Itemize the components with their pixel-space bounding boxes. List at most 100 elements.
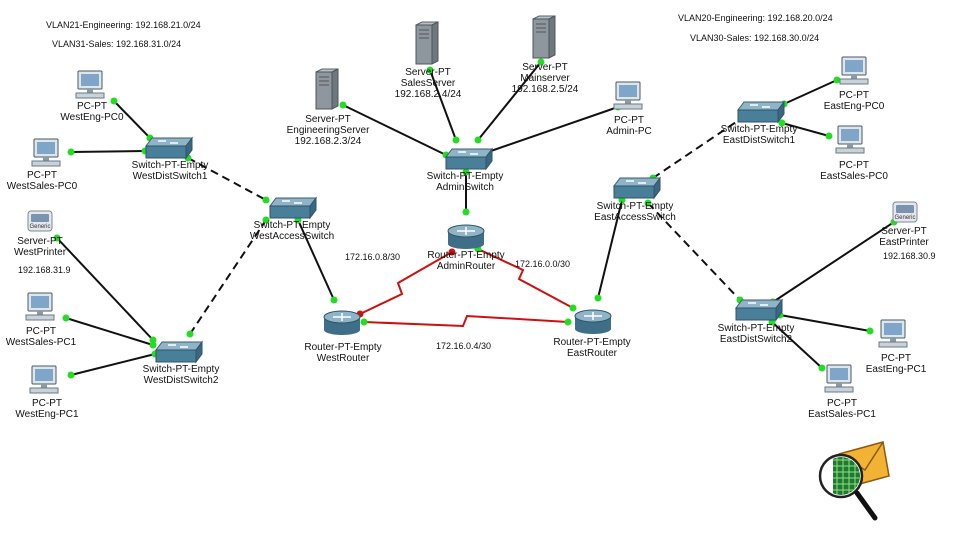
switch-icon [735, 298, 783, 322]
printer-generic-text: Generic [29, 224, 51, 230]
ip-westprinter: 192.168.31.9 [18, 265, 71, 275]
link-engserver-adminswitch [342, 104, 447, 156]
link-eastaccess-eastdist2 [647, 202, 741, 301]
link-westdist2-westaccess [189, 219, 267, 335]
server-icon [315, 68, 339, 110]
link-eastsales0-eastdist1 [781, 122, 830, 137]
pc-icon [824, 364, 854, 393]
pc-icon [75, 70, 105, 99]
router-icon [447, 224, 485, 249]
switch-icon [155, 340, 203, 364]
device-westeng-pc1[interactable] [28, 365, 60, 400]
subnet-label-west-east: 172.16.0.4/30 [436, 341, 492, 351]
device-adminswitch[interactable] [444, 147, 494, 176]
server-icon [415, 21, 439, 65]
link-eastaccess-eastrouter [597, 199, 623, 299]
switch-icon [269, 196, 317, 220]
link-easteng1-eastdist2 [779, 314, 871, 332]
device-eastrouter[interactable] [573, 307, 613, 340]
switch-icon [145, 136, 193, 160]
link-eastaccess-eastdist1 [652, 117, 743, 179]
pc-icon [25, 292, 55, 321]
crossover-links [187, 117, 743, 335]
printer-icon [27, 210, 53, 232]
subnet-label-admin-east: 172.16.0.0/30 [515, 259, 571, 269]
device-easteng-pc0[interactable] [838, 56, 870, 91]
device-adminrouter[interactable] [446, 222, 486, 255]
link-adminpc-adminswitch [487, 106, 619, 153]
printer-generic-text: Generic [894, 215, 916, 221]
device-westprinter[interactable]: Generic [27, 209, 53, 238]
device-westsales-pc0[interactable] [30, 138, 62, 173]
router-icon [574, 309, 612, 334]
link-westprinter-westdist2 [56, 237, 154, 341]
device-easteng-pc1[interactable] [877, 319, 909, 354]
serial-west-admin [359, 251, 453, 315]
link-westaccess-westrouter [297, 219, 335, 301]
pc-icon [839, 56, 869, 85]
device-eastprinter[interactable]: Generic [892, 200, 918, 229]
link-westengpc0-westdist1 [113, 100, 151, 139]
device-westdistswitch1[interactable] [144, 136, 194, 165]
link-mainserver-adminswitch [477, 61, 542, 141]
device-eastaccessswitch[interactable] [612, 176, 662, 205]
pc-icon [878, 319, 908, 348]
link-salesserver-adminswitch [429, 69, 457, 141]
device-engineeringserver[interactable] [314, 68, 340, 115]
device-westeng-pc0[interactable] [74, 70, 106, 105]
serial-links [359, 248, 574, 328]
device-eastsales-pc1[interactable] [823, 364, 855, 399]
pc-icon [613, 81, 643, 110]
link-westsalespc1-westdist2 [65, 317, 154, 346]
server-icon [532, 15, 556, 59]
note-east-vlan30: VLAN30-Sales: 192.168.30.0/24 [690, 33, 820, 43]
ip-eastprinter: 192.168.30.9 [883, 251, 936, 261]
subnet-label-west-admin: 172.16.0.8/30 [345, 252, 401, 262]
serial-west-east [363, 314, 569, 328]
device-eastdistswitch2[interactable] [734, 298, 784, 327]
device-salesserver[interactable] [414, 21, 440, 70]
device-eastsales-pc0[interactable] [834, 125, 866, 160]
printer-icon [892, 201, 918, 223]
pdu-envelope-magnifier-icon[interactable] [815, 440, 891, 527]
device-westrouter[interactable] [322, 308, 362, 341]
pc-icon [29, 365, 59, 394]
link-westdist1-westaccess [187, 157, 267, 201]
device-mainserver[interactable] [531, 15, 557, 64]
link-eastsales1-eastdist2 [771, 321, 823, 369]
device-westsales-pc1[interactable] [24, 292, 56, 327]
device-westaccessswitch[interactable] [268, 196, 318, 225]
simulation-mode-icon [818, 441, 890, 521]
device-admin-pc[interactable] [612, 81, 644, 116]
copper-links [56, 61, 895, 376]
link-westsalespc0-westdist1 [70, 150, 146, 153]
device-eastdistswitch1[interactable] [736, 100, 786, 129]
pc-icon [835, 125, 865, 154]
switch-icon [613, 176, 661, 200]
device-westdistswitch2[interactable] [154, 340, 204, 369]
note-west-vlan21: VLAN21-Engineering: 192.168.21.0/24 [46, 20, 201, 30]
switch-icon [445, 147, 493, 171]
